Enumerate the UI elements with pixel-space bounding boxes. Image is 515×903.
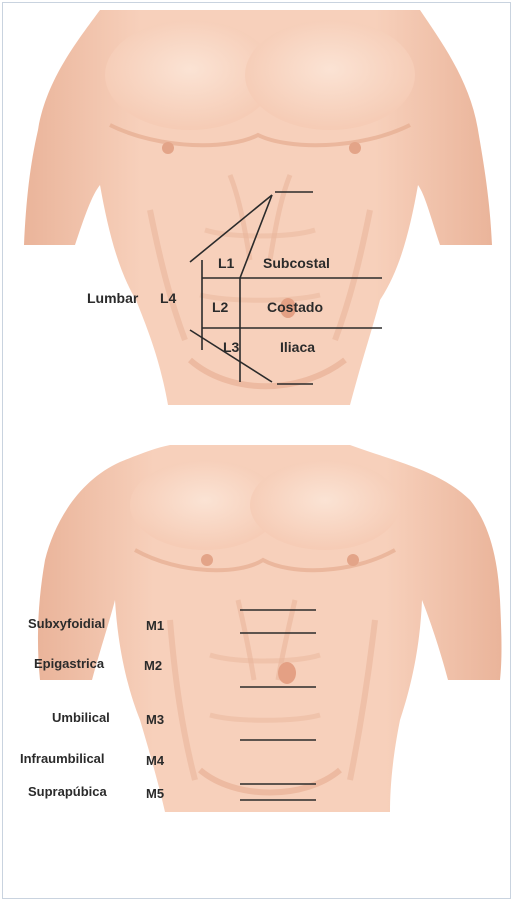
bottom-right-pectoral xyxy=(250,460,400,550)
bottom-right-nipple xyxy=(347,554,359,566)
l3-label: L3 xyxy=(223,339,240,355)
l4-label: L4 xyxy=(160,290,177,306)
costado-label: Costado xyxy=(267,299,323,315)
left-nipple xyxy=(162,142,174,154)
top-torso xyxy=(24,10,492,405)
bottom-left-nipple xyxy=(201,554,213,566)
umbilical-label: Umbilical xyxy=(52,710,110,725)
l1-label: L1 xyxy=(218,255,235,271)
l2-label: L2 xyxy=(212,299,229,315)
iliaca-label: Iliaca xyxy=(280,339,315,355)
subxyfoidial-label: Subxyfoidial xyxy=(28,616,105,631)
right-pectoral xyxy=(245,20,415,130)
m4-label: M4 xyxy=(146,753,165,768)
bottom-navel xyxy=(278,662,296,684)
m3-label: M3 xyxy=(146,712,164,727)
m2-label: M2 xyxy=(144,658,162,673)
m5-label: M5 xyxy=(146,786,164,801)
infraumbilical-label: Infraumbilical xyxy=(20,751,105,766)
right-nipple xyxy=(349,142,361,154)
suprapubica-label: Suprapúbica xyxy=(28,784,108,799)
epigastrica-label: Epigastrica xyxy=(34,656,105,671)
m1-label: M1 xyxy=(146,618,164,633)
subcostal-label: Subcostal xyxy=(263,255,330,271)
lumbar-label: Lumbar xyxy=(87,290,139,306)
bottom-torso xyxy=(38,445,502,812)
